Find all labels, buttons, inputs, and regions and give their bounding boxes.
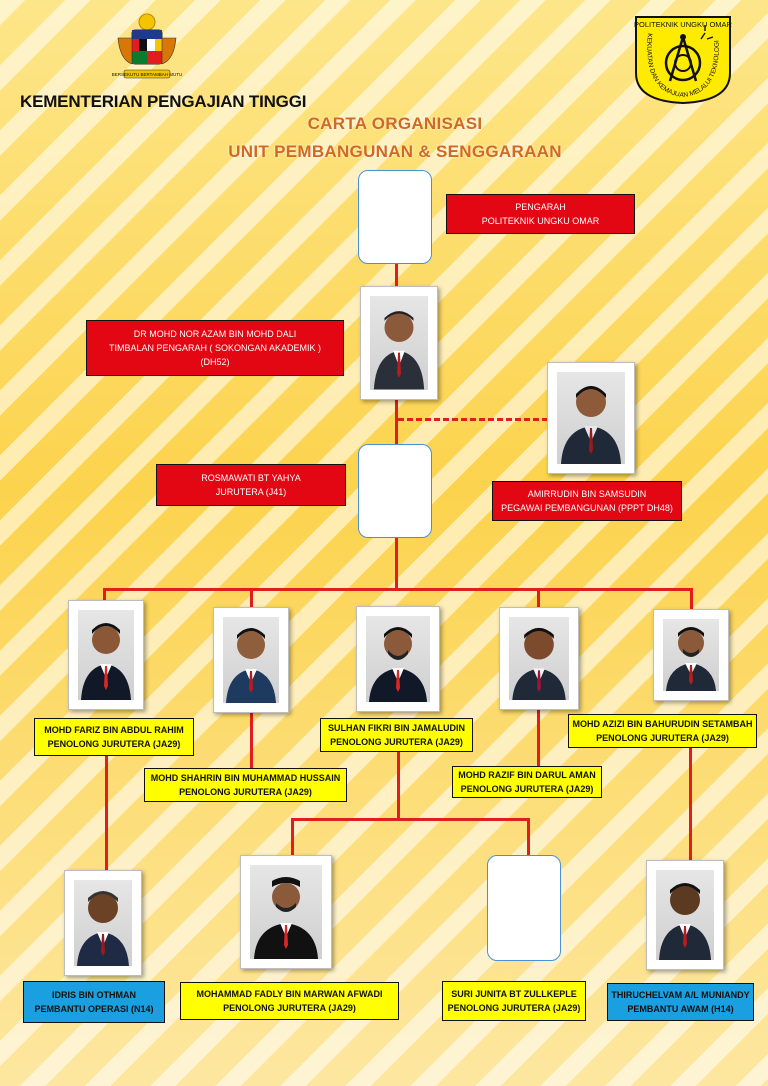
rosmawati-name: ROSMAWATI BT YAHYA: [201, 473, 301, 483]
shahrin-label: MOHD SHAHRIN BIN MUHAMMAD HUSSAIN PENOLO…: [144, 768, 347, 802]
crest-motto-text: BERSEKUTU BERTAMBAH MUTU: [112, 72, 183, 77]
connector-line: [395, 536, 398, 591]
connector-line: [395, 262, 398, 288]
suri-name: SURI JUNITA BT ZULLKEPLE: [451, 989, 577, 999]
suri-position: PENOLONG JURUTERA (JA29): [447, 1003, 581, 1013]
timbalan-position: TIMBALAN PENGARAH ( SOKONGAN AKADEMIK ): [108, 343, 322, 353]
sulhan-label: SULHAN FIKRI BIN JAMALUDIN PENOLONG JURU…: [320, 718, 473, 752]
suri-photo-placeholder: [487, 855, 561, 961]
fariz-photo: [68, 600, 144, 710]
amirrudin-position: PEGAWAI PEMBANGUNAN (PPPT DH48): [501, 503, 673, 513]
connector-line: [537, 588, 540, 608]
chart-title-line2: UNIT PEMBANGUNAN & SENGGARAAN: [228, 142, 562, 161]
pengarah-label: PENGARAH POLITEKNIK UNGKU OMAR: [446, 194, 635, 234]
connector-line: [537, 708, 540, 766]
rosmawati-position: JURUTERA (J41): [215, 487, 287, 497]
chart-title-line1: CARTA ORGANISASI: [307, 114, 483, 133]
connector-line: [291, 818, 294, 856]
thiru-name: THIRUCHELVAM A/L MUNIANDY: [611, 990, 750, 1000]
politeknik-ungku-omar-logo: POLITEKNIK UNGKU OMAR KEKUATAN DAN KEMAJ…: [634, 15, 733, 105]
timbalan-grade: (DH52): [200, 357, 230, 367]
amirrudin-name: AMIRRUDIN BIN SAMSUDIN: [527, 489, 647, 499]
razif-photo: [499, 607, 579, 710]
pengarah-photo-placeholder: [358, 170, 432, 264]
azizi-photo: [653, 609, 729, 701]
fadly-label: MOHAMMAD FADLY BIN MARWAN AFWADI PENOLON…: [180, 982, 399, 1020]
connector-line: [250, 710, 253, 772]
connector-line: [395, 398, 398, 444]
dashed-connector-line: [398, 418, 548, 421]
connector-line: [397, 752, 400, 820]
connector-line: [103, 588, 106, 602]
fadly-name: MOHAMMAD FADLY BIN MARWAN AFWADI: [196, 989, 383, 999]
fadly-position: PENOLONG JURUTERA (JA29): [223, 1003, 356, 1013]
connector-line: [689, 748, 692, 860]
connector-line: [105, 756, 108, 872]
connector-line: [250, 588, 253, 608]
azizi-name: MOHD AZIZI BIN BAHURUDIN SETAMBAH: [572, 719, 753, 729]
fadly-photo: [240, 855, 332, 969]
azizi-position: PENOLONG JURUTERA (JA29): [596, 733, 729, 743]
shahrin-name: MOHD SHAHRIN BIN MUHAMMAD HUSSAIN: [150, 773, 341, 783]
razif-name: MOHD RAZIF BIN DARUL AMAN: [458, 770, 596, 780]
fariz-position: PENOLONG JURUTERA (JA29): [47, 739, 181, 749]
connector-line: [103, 588, 693, 591]
malaysia-crest-logo: BERSEKUTU BERTAMBAH MUTU: [110, 10, 184, 84]
connector-line: [291, 818, 530, 821]
idris-position: PEMBANTU OPERASI (N14): [34, 1004, 154, 1014]
ministry-heading: KEMENTERIAN PENGAJIAN TINGGI: [20, 92, 307, 111]
pengarah-org: POLITEKNIK UNGKU OMAR: [481, 216, 600, 226]
connector-line: [527, 818, 530, 856]
fariz-name: MOHD FARIZ BIN ABDUL RAHIM: [44, 725, 184, 735]
sulhan-position: PENOLONG JURUTERA (JA29): [330, 737, 463, 747]
amirrudin-photo: [547, 362, 635, 474]
amirrudin-label: AMIRRUDIN BIN SAMSUDIN PEGAWAI PEMBANGUN…: [492, 481, 682, 521]
idris-label: IDRIS BIN OTHMAN PEMBANTU OPERASI (N14): [23, 981, 165, 1023]
rosmawati-photo-placeholder: [358, 444, 432, 538]
timbalan-name: DR MOHD NOR AZAM BIN MOHD DALI: [133, 329, 297, 339]
logo-top-text: POLITEKNIK UNGKU OMAR: [634, 20, 732, 29]
pengarah-title: PENGARAH: [515, 202, 566, 212]
idris-photo: [64, 870, 142, 976]
thiru-label: THIRUCHELVAM A/L MUNIANDY PEMBANTU AWAM …: [607, 983, 754, 1021]
shahrin-position: PENOLONG JURUTERA (JA29): [179, 787, 312, 797]
rosmawati-label: ROSMAWATI BT YAHYA JURUTERA (J41): [156, 464, 346, 506]
shahrin-photo: [213, 607, 289, 713]
thiru-position: PEMBANTU AWAM (H14): [627, 1004, 734, 1014]
idris-name: IDRIS BIN OTHMAN: [52, 990, 136, 1000]
azizi-label: MOHD AZIZI BIN BAHURUDIN SETAMBAH PENOLO…: [568, 714, 757, 748]
sulhan-name: SULHAN FIKRI BIN JAMALUDIN: [328, 723, 465, 733]
connector-line: [690, 588, 693, 610]
timbalan-photo: [360, 286, 438, 400]
razif-position: PENOLONG JURUTERA (JA29): [460, 784, 594, 794]
razif-label: MOHD RAZIF BIN DARUL AMAN PENOLONG JURUT…: [452, 766, 602, 798]
fariz-label: MOHD FARIZ BIN ABDUL RAHIM PENOLONG JURU…: [34, 718, 194, 756]
thiru-photo: [646, 860, 724, 970]
sulhan-photo: [356, 606, 440, 712]
suri-label: SURI JUNITA BT ZULLKEPLE PENOLONG JURUTE…: [442, 981, 586, 1021]
timbalan-label: DR MOHD NOR AZAM BIN MOHD DALI TIMBALAN …: [86, 320, 344, 376]
